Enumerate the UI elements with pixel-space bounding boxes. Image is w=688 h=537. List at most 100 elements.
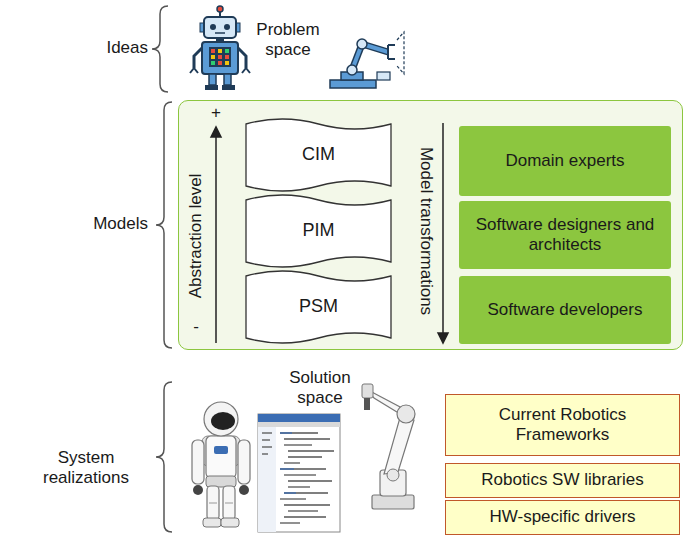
- industrial-arm: [397, 405, 415, 423]
- humanoid-robot: [209, 503, 217, 504]
- framework-box: Current Robotics Frameworks: [445, 394, 680, 456]
- robot-icon: [202, 42, 238, 74]
- humanoid-robot: [206, 436, 236, 478]
- axis-arrow: [442, 123, 444, 335]
- code-window: [262, 432, 272, 433]
- code-window: [288, 450, 334, 451]
- robot-arm-icon: [377, 72, 390, 80]
- minus-sign: -: [193, 317, 199, 337]
- humanoid-robot: [225, 503, 233, 504]
- code-window: [258, 414, 340, 532]
- robot-icon: [209, 74, 216, 85]
- document-outline: [246, 271, 391, 343]
- robot-icon: [242, 68, 250, 73]
- humanoid-robot: [204, 402, 238, 436]
- humanoid-robot: [192, 402, 250, 527]
- code-window: [258, 414, 340, 422]
- code-window: [288, 510, 318, 511]
- humanoid-robot: [192, 440, 204, 484]
- arrow-head: [438, 333, 448, 343]
- robot-icon: [215, 32, 225, 34]
- robot-icon: [224, 74, 231, 85]
- robot-icon: [210, 24, 216, 30]
- humanoid-robot: [214, 446, 228, 454]
- robot-icon: [204, 17, 236, 38]
- arrow-head: [211, 127, 221, 137]
- axis-label: Abstraction level: [186, 174, 206, 299]
- robot-arm-icon: [357, 39, 367, 49]
- framework-box: Robotics SW libraries: [445, 463, 680, 498]
- industrial-arm: [364, 398, 370, 410]
- robot-arm-icon: [330, 80, 376, 88]
- model-document: PSM: [246, 271, 391, 343]
- robot-icon: [224, 24, 230, 30]
- code-window: [284, 492, 296, 493]
- robot-arm-icon: [388, 45, 395, 59]
- role-box: Domain experts: [459, 126, 671, 196]
- robot-icon: [211, 55, 215, 59]
- robot-icon: [218, 61, 222, 65]
- code-window: [258, 427, 276, 532]
- humanoid-robot: [211, 412, 235, 430]
- code-window: [284, 516, 326, 517]
- robot-arm-icon: [397, 32, 404, 74]
- robot-icon: [218, 49, 222, 53]
- humanoid-robot: [223, 486, 235, 520]
- role-box: Software designers and architects: [459, 201, 671, 269]
- code-window: [284, 492, 328, 493]
- industrial-arm: [362, 384, 373, 398]
- robot-icon: [190, 6, 250, 90]
- code-window: [280, 498, 306, 499]
- code-window: [262, 446, 272, 447]
- code-window: [288, 480, 332, 481]
- humanoid-robot: [193, 485, 203, 495]
- curly-brace: [156, 382, 172, 532]
- code-window: [284, 474, 316, 475]
- industrial-arm: [372, 495, 414, 509]
- node-text: CIM: [302, 144, 335, 166]
- level-label: Ideas: [60, 38, 148, 58]
- model-document: CIM: [246, 119, 391, 191]
- node-text: HW-specific drivers: [489, 507, 635, 527]
- robot-icon: [194, 48, 202, 68]
- robot-arm-icon: [330, 32, 404, 88]
- code-window: [262, 433, 334, 523]
- code-window: [288, 456, 322, 457]
- humanoid-robot: [207, 486, 219, 520]
- industrial-arm: [384, 414, 414, 474]
- robot-icon: [225, 49, 229, 53]
- code-window: [258, 414, 340, 532]
- robot-icon: [222, 85, 235, 90]
- code-window: [284, 504, 330, 505]
- robot-icon: [225, 61, 229, 65]
- robot-icon: [218, 55, 222, 59]
- code-window: [280, 432, 292, 433]
- code-window: [288, 486, 310, 487]
- robot-icon: [225, 55, 229, 59]
- humanoid-robot: [238, 440, 250, 484]
- code-window: [284, 444, 312, 445]
- code-window: [262, 439, 270, 440]
- code-window: [280, 468, 294, 469]
- curly-brace: [156, 102, 172, 348]
- space-label: Solution space: [282, 368, 358, 409]
- robot-icon: [209, 47, 231, 67]
- level-label: Models: [40, 214, 148, 234]
- code-window: [280, 433, 296, 493]
- robot-icon: [211, 49, 215, 53]
- role-box: Software developers: [459, 276, 671, 344]
- document-outline: [246, 195, 391, 267]
- code-window: [280, 432, 318, 433]
- curly-brace: [152, 6, 168, 92]
- node-text: Software designers and architects: [467, 215, 663, 256]
- axis-arrow: [215, 135, 217, 343]
- node-text: Current Robotics Frameworks: [454, 405, 671, 446]
- code-window: [284, 438, 330, 439]
- humanoid-robot: [206, 476, 236, 487]
- humanoid-robot: [203, 518, 221, 527]
- code-window: [258, 422, 340, 427]
- node-text: Domain experts: [505, 151, 624, 171]
- humanoid-robot: [239, 485, 249, 495]
- framework-box: HW-specific drivers: [445, 500, 680, 535]
